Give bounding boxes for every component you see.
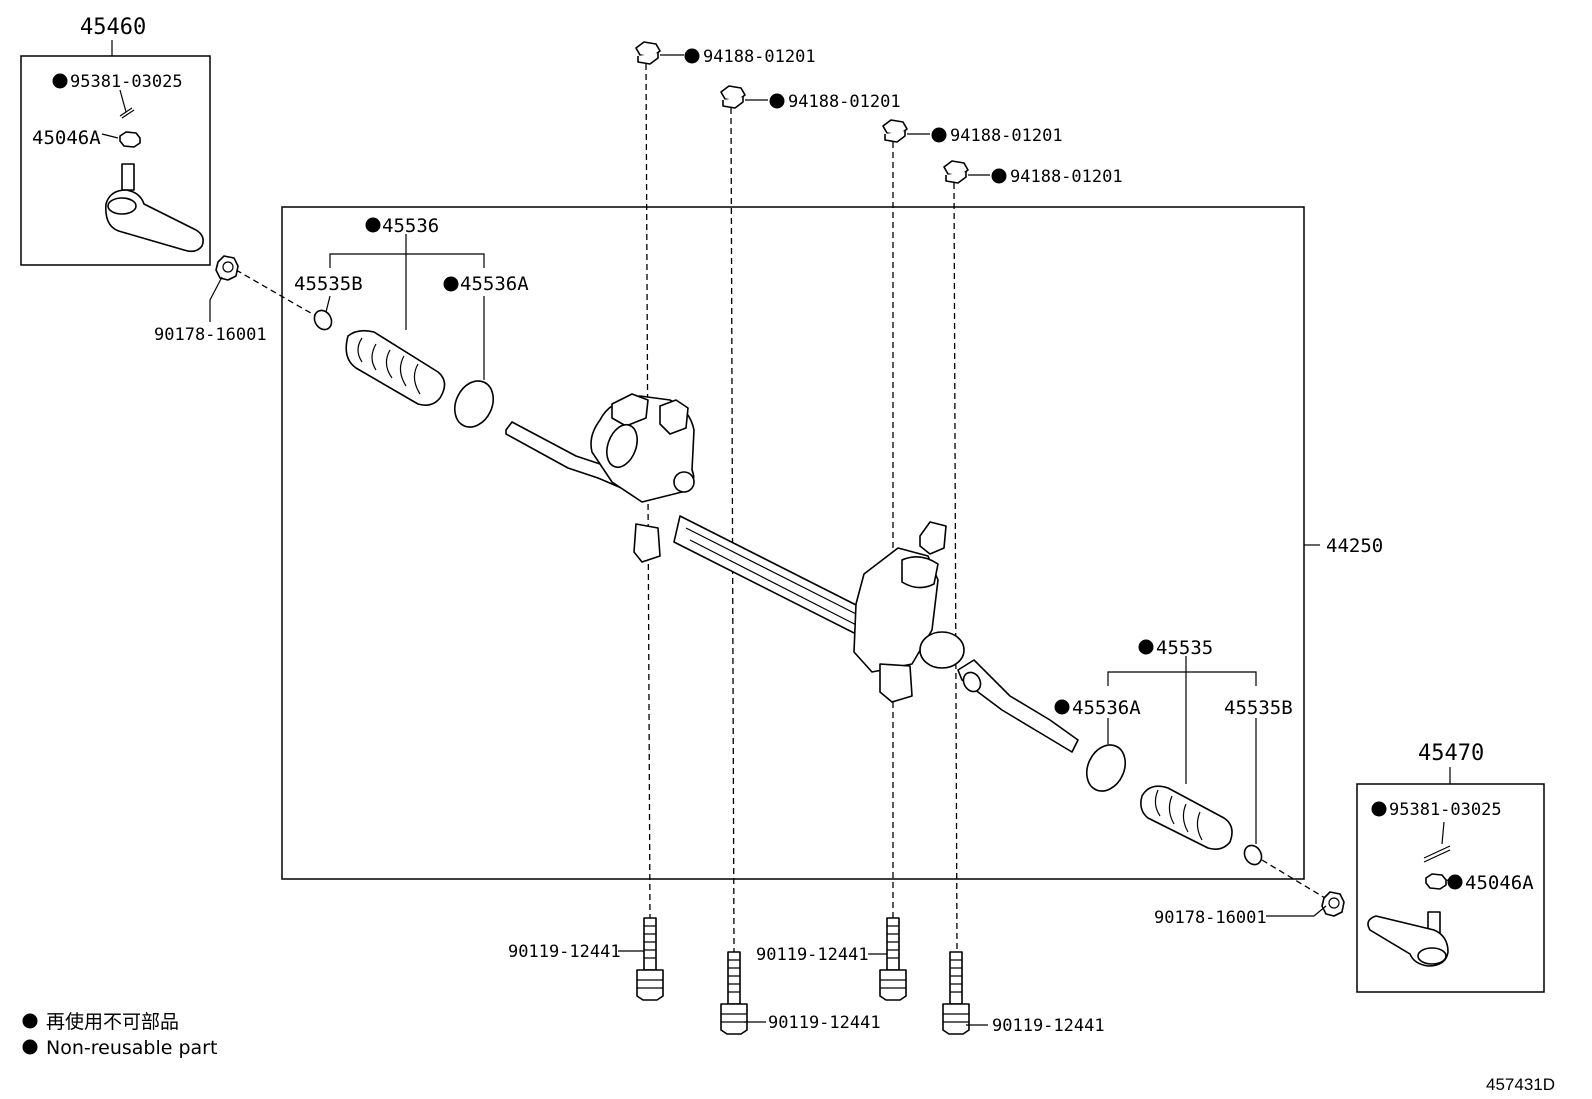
label-clip-right: 45535B (1224, 697, 1293, 719)
label-nut-left: 45046A (32, 127, 101, 149)
axis-4 (953, 182, 958, 953)
left-tie-end-box (20, 55, 211, 266)
label-tie-end-right: 45470 (1418, 741, 1484, 766)
bolt-4 (942, 951, 970, 1035)
bolt-2 (720, 951, 748, 1035)
label-gear-assy: 44250 (1326, 535, 1383, 557)
left-boot (345, 329, 446, 406)
label-lock-nut-right: 90178-16001 (1154, 908, 1267, 928)
label-nut-right: 45046A (1465, 872, 1534, 894)
bolt-3 (879, 917, 907, 1001)
label-boot-right: 45535 (1156, 637, 1213, 659)
right-clip (1243, 844, 1263, 866)
gear-assembly-frame (281, 206, 1305, 880)
left-lock-nut (215, 255, 239, 281)
flange-nut-3 (882, 119, 908, 143)
label-bolt-3: 90119-12441 (756, 945, 869, 965)
label-clip-left: 45535B (294, 273, 363, 295)
label-bolt-2: 90119-12441 (768, 1013, 881, 1033)
flange-nut-2 (720, 85, 746, 109)
label-lock-nut-left: 90178-16001 (154, 325, 267, 345)
right-tie-rod-end (1367, 845, 1451, 967)
bolt-1 (636, 917, 664, 1001)
label-bolt-1: 90119-12441 (508, 942, 621, 962)
label-bolt-nut-3: 94188-01201 (950, 126, 1063, 146)
right-lock-nut (1321, 891, 1345, 917)
label-clamp-right: 45536A (1072, 697, 1141, 719)
right-boot (1140, 785, 1233, 850)
left-clip (313, 309, 333, 331)
label-cotter-pin-right: 95381-03025 (1389, 800, 1502, 820)
axis-lock-right (1261, 859, 1326, 899)
label-clamp-left: 45536A (460, 273, 529, 295)
flange-nut-4 (943, 160, 969, 184)
steering-rack-body (505, 393, 1079, 753)
label-bolt-4: 90119-12441 (992, 1016, 1105, 1036)
leader-lines (101, 54, 1463, 1026)
diagram-code: 457431D (1486, 1075, 1555, 1094)
label-cotter-pin-left: 95381-03025 (70, 72, 183, 92)
label-bolt-nut-2: 94188-01201 (788, 92, 901, 112)
axis-lock-left (235, 269, 317, 317)
non-reusable-markers (22, 48, 1463, 1055)
axis-2 (730, 107, 735, 953)
legend-en: Non-reusable part (46, 1037, 217, 1059)
flange-nut-1 (635, 41, 661, 65)
label-bolt-nut-1: 94188-01201 (703, 47, 816, 67)
label-boot-left: 45536 (382, 215, 439, 237)
label-tie-end-left: 45460 (80, 15, 146, 40)
axis-1 (645, 63, 651, 919)
left-tie-rod-end (105, 107, 204, 253)
left-clamp (453, 380, 495, 428)
label-bolt-nut-4: 94188-01201 (1010, 167, 1123, 187)
legend-jp: 再使用不可部品 (46, 1011, 179, 1033)
right-clamp (1085, 744, 1127, 792)
